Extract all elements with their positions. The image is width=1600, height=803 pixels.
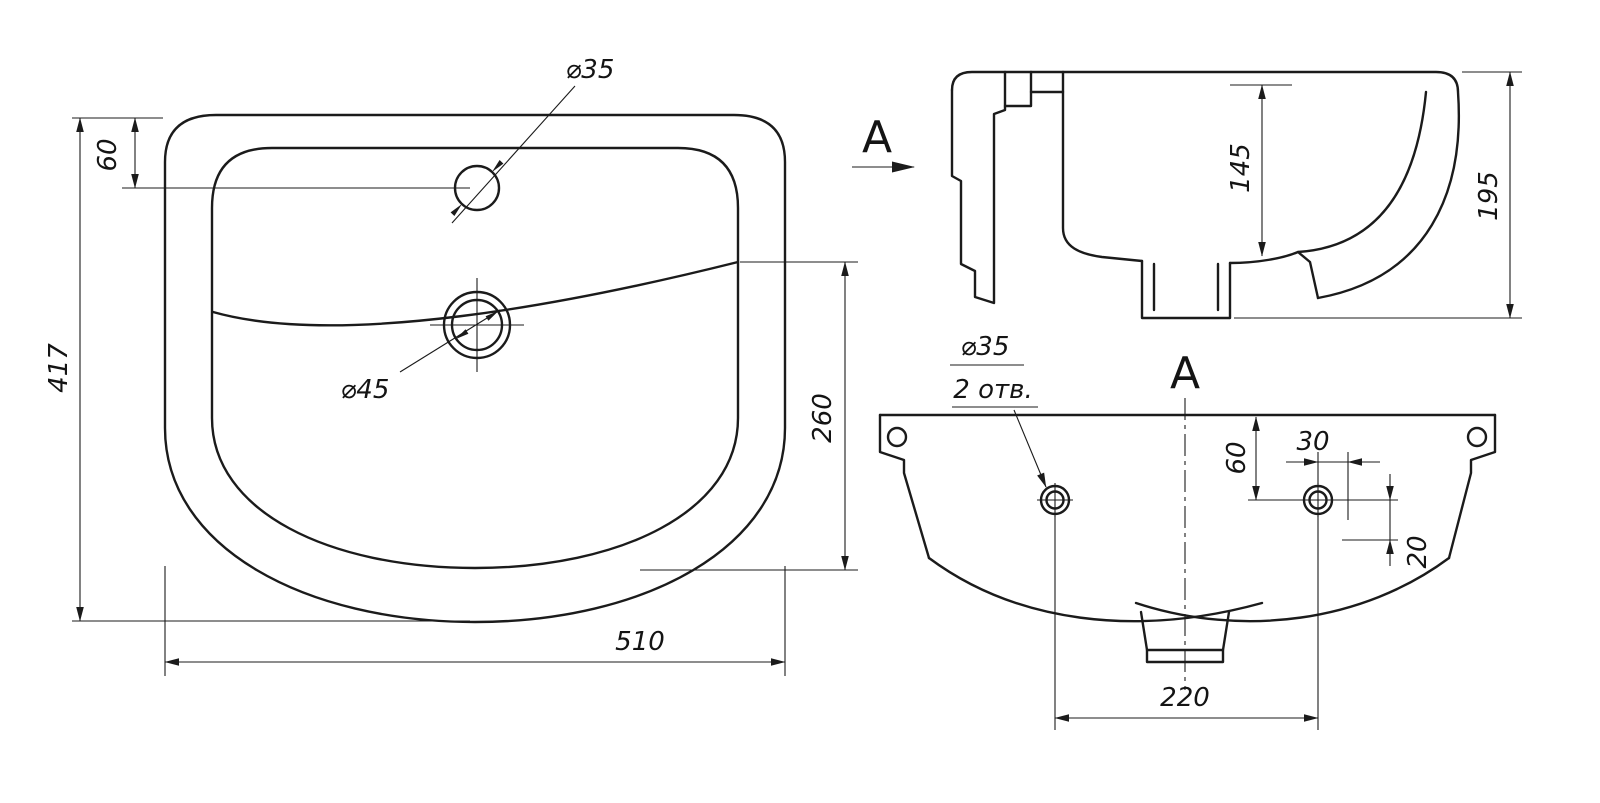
dim-total-depth: 417 — [44, 117, 470, 622]
front-left-profile — [878, 413, 931, 560]
total-width-label: 510 — [615, 627, 665, 657]
front-view: A ⌀35 2 отв. — [878, 332, 1497, 730]
dim-hole-drop-offset: 20 — [1334, 474, 1433, 569]
dim-faucet-diameter: ⌀35 — [450, 55, 615, 224]
dim-basin-depth: 260 — [640, 261, 858, 571]
faucet-hole-right — [1300, 483, 1336, 517]
section-back-flange — [950, 70, 1007, 305]
holes-count-label: 2 отв. — [953, 375, 1032, 405]
arrowhead-icon — [492, 160, 504, 172]
total-height-label: 195 — [1474, 171, 1504, 221]
front-right-profile — [1447, 413, 1497, 560]
hole-drop-offset-label: 20 — [1403, 535, 1433, 568]
faucet-offset-label: 60 — [93, 138, 123, 171]
holes-spacing-label: 220 — [1160, 683, 1210, 713]
arrowhead-icon — [485, 310, 499, 321]
section-bowl-inner-curve — [1296, 90, 1428, 254]
sink-inner-rim-outline — [210, 146, 740, 570]
basin-depth-label: 260 — [808, 393, 838, 443]
section-outer-outline — [950, 70, 1460, 300]
arrowhead-icon — [450, 204, 462, 216]
drain-diameter-label: ⌀45 — [341, 375, 390, 405]
section-bowl-left-wall — [1061, 70, 1144, 263]
faucet-hole-left — [1037, 483, 1073, 517]
dim-hole-side-offset: 30 — [1286, 427, 1380, 520]
sink-outer-outline — [163, 113, 787, 624]
bowl-inner-depth-label: 145 — [1226, 143, 1256, 193]
dim-bowl-inner-depth: 145 — [1226, 84, 1292, 257]
section-drain-boss — [1140, 259, 1232, 320]
mount-hole-right — [1466, 426, 1488, 448]
section-bowl-floor-right — [1228, 250, 1320, 300]
front-view-label: A — [1170, 348, 1200, 399]
top-view: ⌀35 ⌀45 60 417 260 — [44, 55, 858, 676]
front-right-bowl-arc — [1134, 556, 1451, 623]
dim-holes-spacing: 220 — [1054, 516, 1319, 730]
mount-hole-left — [886, 426, 908, 448]
section-arrow: A — [852, 112, 915, 173]
arrowhead-icon — [455, 329, 469, 340]
dim-total-width: 510 — [164, 566, 786, 676]
total-depth-label: 417 — [44, 343, 74, 393]
holes-diameter-label: ⌀35 — [961, 332, 1010, 362]
basin-edge-curve — [211, 260, 740, 327]
callout-faucet-holes: ⌀35 2 отв. — [950, 332, 1047, 488]
hole-top-offset-label: 60 — [1222, 441, 1252, 474]
dim-total-height: 195 — [1234, 71, 1522, 319]
section-faucet-notch — [1003, 70, 1033, 108]
faucet-diameter-label: ⌀35 — [566, 55, 615, 85]
hole-side-offset-label: 30 — [1296, 427, 1329, 457]
dim-faucet-offset: 60 — [72, 117, 470, 189]
dim-hole-top-offset: 60 — [1222, 416, 1302, 501]
dim-drain-diameter: ⌀45 — [341, 309, 501, 405]
section-arrow-label: A — [862, 112, 892, 163]
drain-center-marks — [430, 278, 524, 372]
section-drain-inner-walls — [1152, 262, 1220, 312]
front-left-bowl-arc — [927, 556, 1264, 623]
section-view: A 145 195 — [852, 70, 1522, 320]
